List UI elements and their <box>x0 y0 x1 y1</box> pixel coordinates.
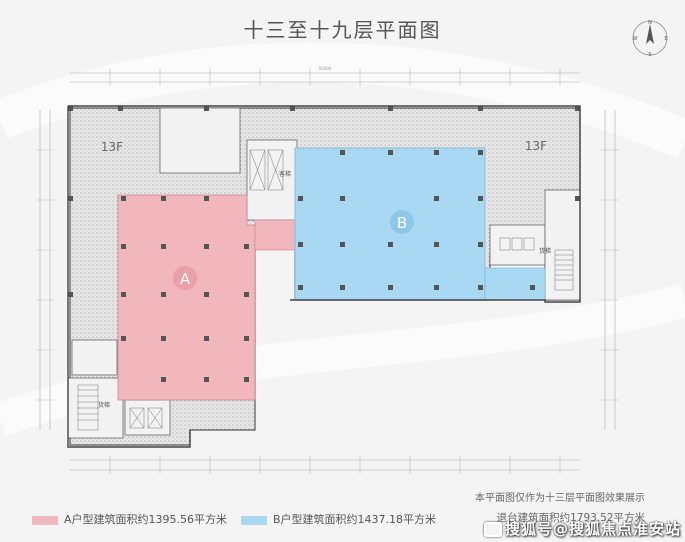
note-line-1: 本平面图仅作为十三层平面图效果展示 <box>475 493 645 504</box>
page-title: 十三至十九层平面图 <box>243 18 442 42</box>
unit-a-label: A <box>180 270 191 288</box>
legend-a: A户型建筑面积约1395.56平方米 <box>32 511 227 527</box>
room-label-freight-lift-1: 货梯 <box>539 247 551 255</box>
floor-label-right: 13F <box>525 139 547 153</box>
compass-n: N <box>648 20 652 26</box>
note-line-2: 退台建筑面积约1793.52平方米 <box>496 512 645 524</box>
dimension-lines <box>36 68 619 474</box>
floor-label-left: 13F <box>101 140 123 154</box>
unit-a-marker <box>173 266 197 290</box>
unit-b-label: B <box>397 214 407 232</box>
legend-b-swatch <box>241 515 267 525</box>
unit-b-marker <box>390 210 414 234</box>
watermark-text: 搜狐号@搜狐焦点淮安站 <box>504 520 681 538</box>
legend-b-text: B户型建筑面积约1437.18平方米 <box>273 513 437 526</box>
legend-a-swatch <box>32 515 58 525</box>
compass-icon: N E S W <box>633 20 668 58</box>
unit-a-area <box>117 194 256 401</box>
watermark: 搜狐号@搜狐焦点淮安站 <box>483 518 681 539</box>
camera-icon <box>483 522 502 537</box>
column-grid <box>68 106 580 382</box>
room-label-freight-lift-2: 货梯 <box>98 401 110 409</box>
legend-a-text: A户型建筑面积约1395.56平方米 <box>64 513 228 526</box>
compass-w: W <box>633 36 638 42</box>
unit-b-area <box>294 147 486 301</box>
compass-s: S <box>648 52 651 58</box>
dimension-top-label: 56000 <box>319 66 332 71</box>
compass-e: E <box>664 36 667 42</box>
legend-b: B户型建筑面积约1437.18平方米 <box>241 511 436 527</box>
room-label-passenger-lift: 客梯 <box>279 170 291 178</box>
